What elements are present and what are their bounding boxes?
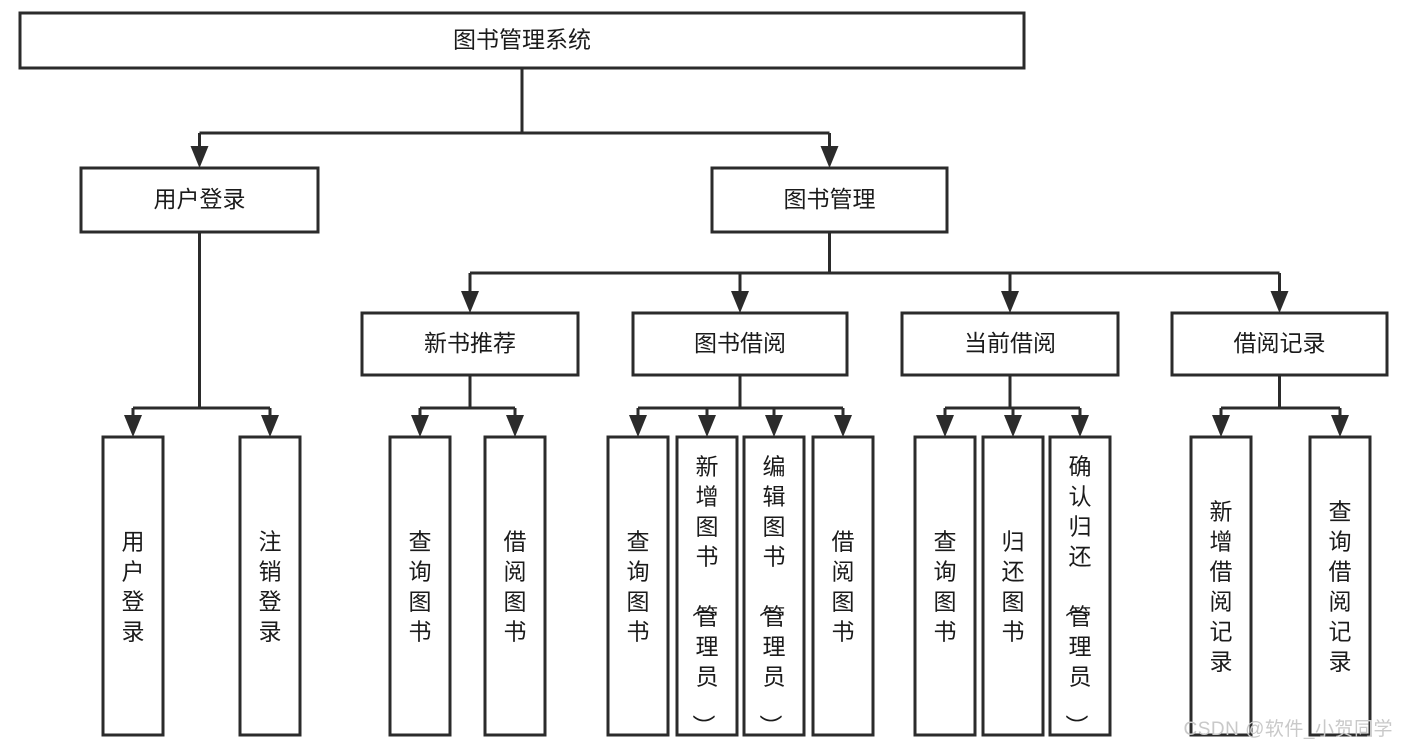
node-leaf-bor-3[interactable]: 编辑图书（管理员） xyxy=(742,435,806,737)
connector-group-records xyxy=(1212,375,1349,437)
arrow-head-icon xyxy=(936,415,954,437)
arrow-head-icon xyxy=(190,146,209,168)
arrow-head-icon xyxy=(629,415,647,437)
node-label: 编辑图书（管理员） xyxy=(758,453,786,737)
node-label: 查询图书 xyxy=(409,528,432,644)
arrow-head-icon xyxy=(506,415,524,437)
node-label: 确认归还（管理员） xyxy=(1064,453,1092,737)
node-label: 借阅记录 xyxy=(1234,330,1326,356)
node-borrow[interactable]: 图书借阅 xyxy=(631,311,849,377)
node-box[interactable] xyxy=(238,435,302,737)
node-label: 查询借阅记录 xyxy=(1329,498,1352,674)
arrow-head-icon xyxy=(1212,415,1230,437)
node-leaf-cur-1[interactable]: 查询图书 xyxy=(913,435,977,737)
node-label: 借阅图书 xyxy=(504,528,527,644)
connector-layer xyxy=(124,68,1349,437)
arrow-head-icon xyxy=(765,415,783,437)
node-newbook[interactable]: 新书推荐 xyxy=(360,311,580,377)
node-box[interactable] xyxy=(1170,311,1389,377)
arrow-head-icon xyxy=(834,415,852,437)
node-leaf-rec-2[interactable]: 查询借阅记录 xyxy=(1308,435,1372,737)
node-label: 图书借阅 xyxy=(694,330,786,356)
node-layer: 图书管理系统用户登录图书管理新书推荐图书借阅当前借阅借阅记录用户登录注销登录查询… xyxy=(18,11,1389,737)
node-label: 图书管理 xyxy=(784,186,876,212)
node-leaf-cur-2[interactable]: 归还图书 xyxy=(981,435,1045,737)
arrow-head-icon xyxy=(1004,415,1022,437)
node-box[interactable] xyxy=(1048,435,1112,737)
node-box[interactable] xyxy=(360,311,580,377)
node-box[interactable] xyxy=(675,435,739,737)
arrow-head-icon xyxy=(1270,291,1289,313)
node-label: 查询图书 xyxy=(934,528,957,644)
node-label: 当前借阅 xyxy=(964,330,1056,356)
node-box[interactable] xyxy=(1308,435,1372,737)
node-box[interactable] xyxy=(18,11,1026,70)
arrow-head-icon xyxy=(820,146,839,168)
node-box[interactable] xyxy=(388,435,452,737)
node-label: 新增图书（管理员） xyxy=(691,453,719,737)
node-leaf-bor-2[interactable]: 新增图书（管理员） xyxy=(675,435,739,737)
node-current[interactable]: 当前借阅 xyxy=(900,311,1120,377)
connector-group-current xyxy=(936,375,1089,437)
connector-group-login xyxy=(124,232,279,437)
node-box[interactable] xyxy=(631,311,849,377)
node-box[interactable] xyxy=(742,435,806,737)
arrow-head-icon xyxy=(411,415,429,437)
node-leaf-bor-4[interactable]: 借阅图书 xyxy=(811,435,875,737)
connector-group-root xyxy=(190,68,839,168)
node-box[interactable] xyxy=(900,311,1120,377)
arrow-head-icon xyxy=(1071,415,1089,437)
arrow-head-icon xyxy=(1331,415,1349,437)
node-box[interactable] xyxy=(483,435,547,737)
node-box[interactable] xyxy=(79,166,320,234)
node-bookmgmt[interactable]: 图书管理 xyxy=(710,166,949,234)
node-label: 用户登录 xyxy=(154,186,246,212)
node-leaf-bor-1[interactable]: 查询图书 xyxy=(606,435,670,737)
node-leaf-login-1[interactable]: 用户登录 xyxy=(101,435,165,737)
node-login[interactable]: 用户登录 xyxy=(79,166,320,234)
node-leaf-rec-1[interactable]: 新增借阅记录 xyxy=(1189,435,1253,737)
arrow-head-icon xyxy=(731,291,749,313)
node-box[interactable] xyxy=(981,435,1045,737)
node-label: 归还图书 xyxy=(1002,528,1025,644)
node-box[interactable] xyxy=(913,435,977,737)
node-leaf-cur-3[interactable]: 确认归还（管理员） xyxy=(1048,435,1112,737)
arrow-head-icon xyxy=(1001,291,1019,313)
node-box[interactable] xyxy=(101,435,165,737)
node-label: 注销登录 xyxy=(259,528,282,644)
arrow-head-icon xyxy=(698,415,716,437)
node-label: 查询图书 xyxy=(627,528,650,644)
node-box[interactable] xyxy=(811,435,875,737)
connector-group-bookmgmt xyxy=(461,232,1289,313)
node-label: 用户登录 xyxy=(122,528,145,644)
node-box[interactable] xyxy=(1189,435,1253,737)
node-leaf-new-1[interactable]: 查询图书 xyxy=(388,435,452,737)
node-leaf-new-2[interactable]: 借阅图书 xyxy=(483,435,547,737)
node-label: 借阅图书 xyxy=(832,528,855,644)
connector-group-borrow xyxy=(629,375,852,437)
node-box[interactable] xyxy=(710,166,949,234)
node-root[interactable]: 图书管理系统 xyxy=(18,11,1026,70)
node-label: 图书管理系统 xyxy=(453,27,591,53)
node-label: 新增借阅记录 xyxy=(1210,498,1233,674)
node-records[interactable]: 借阅记录 xyxy=(1170,311,1389,377)
node-leaf-login-2[interactable]: 注销登录 xyxy=(238,435,302,737)
arrow-head-icon xyxy=(124,415,142,437)
arrow-head-icon xyxy=(461,291,479,313)
connector-group-newbook xyxy=(411,375,524,437)
csdn-watermark: CSDN @软件_小贺同学 xyxy=(1183,719,1393,740)
node-box[interactable] xyxy=(606,435,670,737)
arrow-head-icon xyxy=(261,415,279,437)
node-label: 新书推荐 xyxy=(424,330,516,356)
